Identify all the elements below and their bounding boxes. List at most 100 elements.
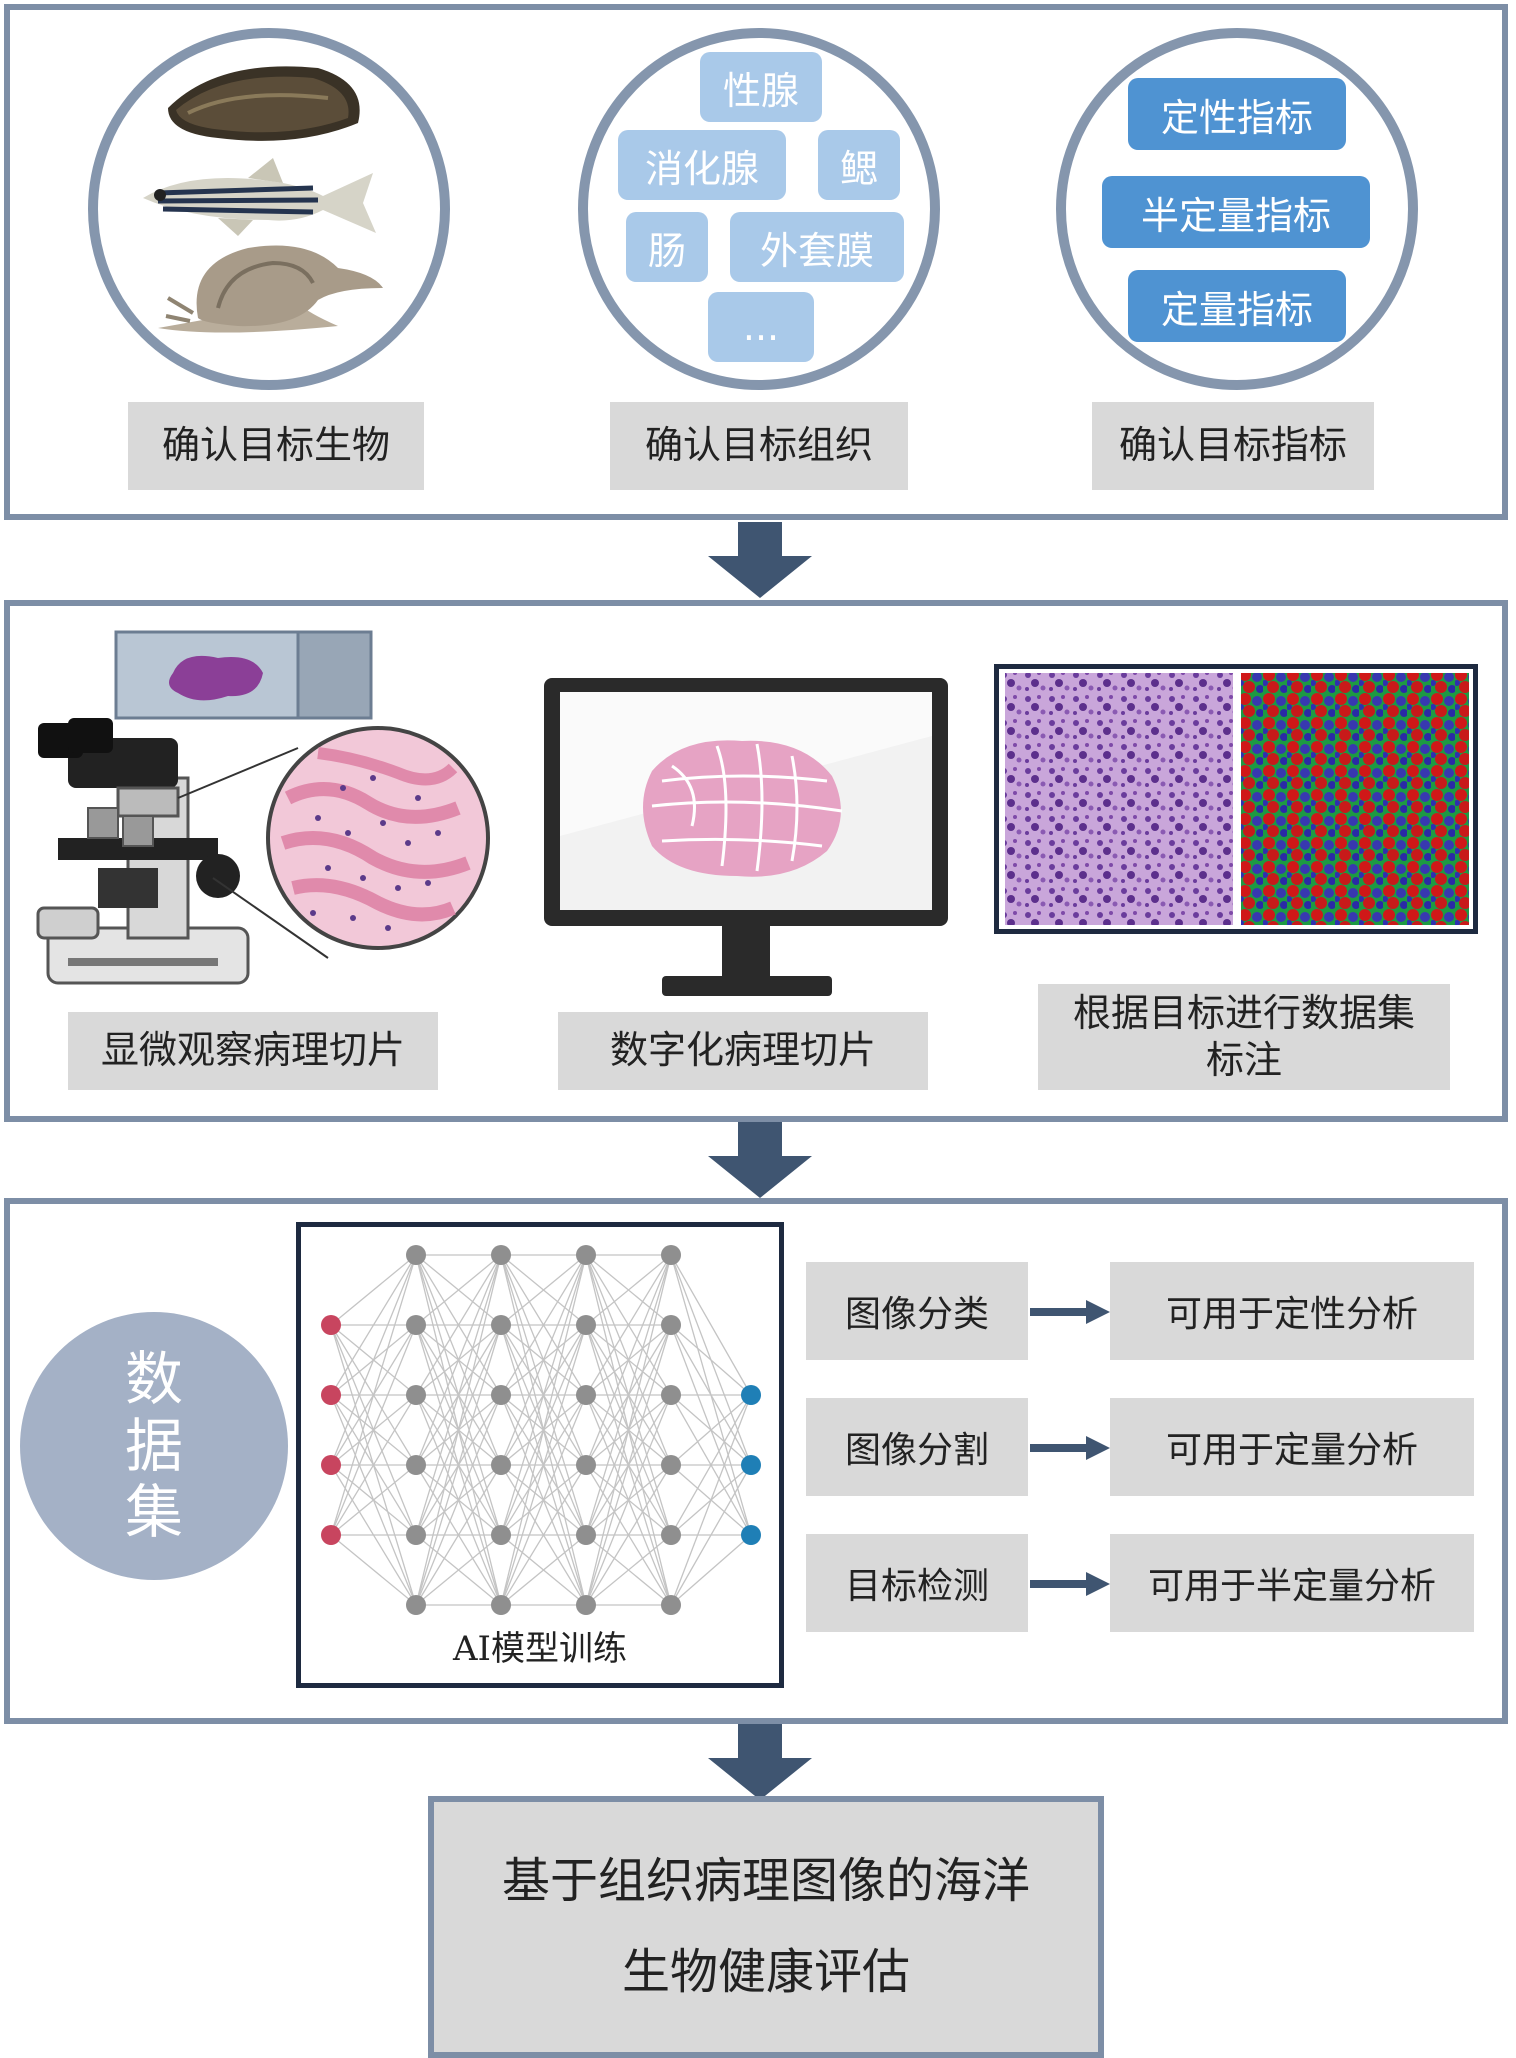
dataset-char-1: 数: [124, 1344, 183, 1413]
nn-connection: [585, 1394, 672, 1606]
final-title-line2: 生物健康评估: [621, 1944, 910, 2000]
nn-connection: [330, 1254, 417, 1326]
nn-connection: [415, 1254, 502, 1606]
indicator-pill-semi-quantitative: 半定量指标: [1102, 176, 1370, 248]
nn-input-node: [321, 1385, 341, 1405]
nn-connection: [500, 1464, 587, 1606]
nn-hidden-node: [406, 1385, 426, 1405]
nn-connection: [500, 1254, 587, 1396]
arrow-right-icon: [1030, 1300, 1110, 1324]
tissue-section-icon: [643, 740, 843, 877]
nn-connection: [585, 1254, 672, 1396]
final-title-line1: 基于组织病理图像的海洋: [501, 1852, 1030, 1909]
label-target-organism: 确认目标生物: [128, 402, 424, 490]
ai-training-label: AI模型训练: [453, 1629, 627, 1669]
nn-hidden-node: [661, 1315, 681, 1335]
nn-connection: [330, 1254, 417, 1536]
dataset-circle: 数 据 集: [20, 1312, 288, 1580]
nn-connection: [585, 1254, 672, 1536]
glass-slide-icon: [114, 630, 373, 720]
nn-hidden-node: [491, 1525, 511, 1545]
dataset-char-3: 集: [124, 1478, 183, 1547]
tissue-pill-gill: 鳃: [818, 130, 900, 200]
nn-connection: [415, 1534, 502, 1606]
nn-connection: [585, 1534, 672, 1606]
organisms-illustration: [143, 66, 383, 333]
nn-hidden-node: [661, 1385, 681, 1405]
nn-output-node: [741, 1455, 761, 1475]
nn-connection: [500, 1254, 587, 1466]
nn-hidden-node: [491, 1245, 511, 1265]
nn-hidden-node: [576, 1525, 596, 1545]
mussel-icon: [168, 66, 360, 141]
label-target-tissue: 确认目标组织: [610, 402, 908, 490]
nn-connection: [500, 1394, 587, 1606]
neural-network-frame: AI模型训练: [296, 1222, 784, 1688]
tissue-pill-digestive-gland: 消化腺: [618, 130, 786, 200]
nn-connection: [415, 1254, 502, 1326]
nn-connection: [415, 1254, 502, 1536]
nn-hidden-node: [406, 1455, 426, 1475]
nn-hidden-node: [491, 1455, 511, 1475]
nn-input-node: [321, 1525, 341, 1545]
nn-connection: [415, 1464, 502, 1606]
tissue-pill-intestine: 肠: [626, 212, 708, 282]
arrow-right-icon: [1030, 1572, 1110, 1596]
label-digital-slide: 数字化病理切片: [558, 1012, 928, 1090]
nn-hidden-node: [661, 1525, 681, 1545]
nn-connection: [670, 1534, 752, 1606]
nn-connection: [670, 1394, 752, 1466]
organisms-circle: [88, 28, 450, 390]
nn-connection: [500, 1534, 587, 1606]
final-assessment-box: 基于组织病理图像的海洋 生物健康评估: [428, 1796, 1104, 2058]
down-arrow-icon: [708, 1724, 812, 1800]
tissue-pill-mantle: 外套膜: [730, 212, 904, 282]
nn-connection: [415, 1254, 502, 1466]
nn-connection: [585, 1254, 672, 1466]
nn-connection: [330, 1254, 417, 1466]
nn-connection: [670, 1324, 752, 1396]
indicator-pill-quantitative: 定量指标: [1128, 270, 1346, 342]
task-object-detection: 目标检测: [806, 1534, 1028, 1632]
nn-hidden-node: [576, 1245, 596, 1265]
nn-hidden-node: [406, 1245, 426, 1265]
nn-connection: [670, 1464, 752, 1606]
microscope-icon: [36, 718, 250, 985]
nn-connection: [585, 1254, 672, 1326]
nn-hidden-node: [576, 1315, 596, 1335]
he-stained-image: [1005, 673, 1469, 925]
nn-connection: [330, 1394, 417, 1536]
nn-connection: [585, 1464, 672, 1606]
nn-hidden-node: [491, 1385, 511, 1405]
nn-connection: [500, 1254, 587, 1536]
label-dataset-annotation: 根据目标进行数据集 标注: [1038, 984, 1450, 1090]
nn-connection: [585, 1324, 672, 1606]
nn-hidden-node: [576, 1595, 596, 1615]
nn-connection: [415, 1394, 502, 1606]
nn-connection: [670, 1394, 752, 1606]
nn-hidden-node: [491, 1315, 511, 1335]
tissue-pill-more: ...: [708, 292, 814, 362]
down-arrow-icon: [708, 522, 812, 598]
nn-hidden-node: [661, 1595, 681, 1615]
snail-icon: [158, 245, 383, 333]
neural-network-diagram: [321, 1245, 761, 1615]
nn-connection: [330, 1464, 417, 1536]
zebrafish-icon: [143, 158, 376, 236]
nn-hidden-node: [406, 1595, 426, 1615]
task-image-segmentation: 图像分割: [806, 1398, 1028, 1496]
nn-hidden-node: [406, 1525, 426, 1545]
nn-connection: [670, 1394, 752, 1536]
arrow-right-icon: [1030, 1436, 1110, 1460]
label-dataset-annotation-line2: 标注: [1205, 1038, 1282, 1082]
nn-connection: [330, 1324, 417, 1536]
nn-input-node: [321, 1455, 341, 1475]
nn-connection: [415, 1254, 502, 1396]
monitor-illustration: [544, 678, 948, 996]
nn-hidden-node: [576, 1455, 596, 1475]
nn-hidden-node: [661, 1455, 681, 1475]
use-quantitative-analysis: 可用于定量分析: [1110, 1398, 1474, 1496]
nn-connection: [500, 1254, 587, 1606]
tissue-pill-gonad: 性腺: [700, 52, 822, 122]
use-qualitative-analysis: 可用于定性分析: [1110, 1262, 1474, 1360]
